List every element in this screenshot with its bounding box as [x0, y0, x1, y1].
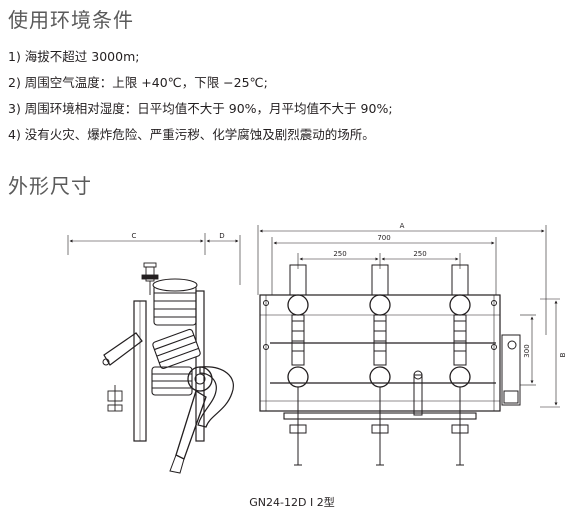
condition-altitude: 1) 海拔不超过 3000m; [8, 49, 140, 64]
section-title-dimensions: 外形尺寸 [8, 174, 92, 198]
drawing-caption: GN24-12D I 2型 [249, 496, 335, 509]
pole-left [287, 264, 309, 466]
side-view [67, 233, 241, 474]
technical-drawing: C D A 700 250 250 300 B [67, 222, 567, 474]
condition-humidity: 3) 周围环境相对湿度：日平均值不大于 90%，月平均值不大于 90%; [8, 101, 393, 116]
pole-right [449, 264, 471, 466]
dim-label-700: 700 [377, 234, 390, 242]
dim-label-300: 300 [523, 344, 531, 357]
condition-temperature: 2) 周围空气温度：上限 +40℃，下限 −25℃; [8, 75, 268, 90]
dim-label-a: A [400, 222, 405, 230]
front-view [257, 225, 560, 466]
condition-environment: 4) 没有火灾、爆炸危险、严重污秽、化学腐蚀及剧烈震动的场所。 [8, 127, 375, 142]
dim-label-d: D [219, 232, 224, 240]
dim-label-250-right: 250 [413, 250, 426, 258]
dim-label-b: B [559, 352, 567, 357]
dim-label-c: C [132, 232, 137, 240]
pole-middle [369, 264, 391, 466]
dim-label-250-left: 250 [333, 250, 346, 258]
section-title-conditions: 使用环境条件 [8, 8, 134, 32]
